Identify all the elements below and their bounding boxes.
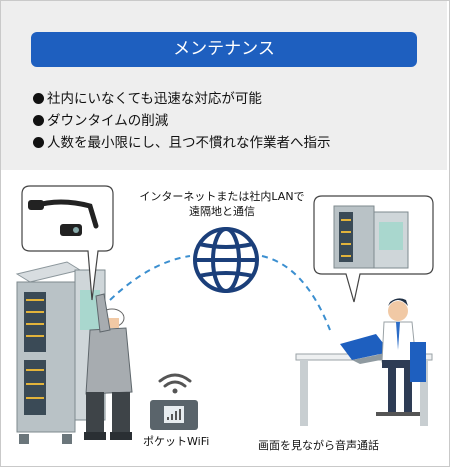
network-caption-line1: インターネットまたは社内LANで <box>139 190 305 203</box>
network-link-lines <box>109 255 331 331</box>
remote-view-callout <box>313 195 434 303</box>
benefit-text: ダウンタイムの削減 <box>47 113 169 129</box>
voice-call-caption: 画面を見ながら音声通話 <box>258 439 379 452</box>
link-line-left <box>109 255 191 301</box>
pocket-wifi-caption: ポケットWiFi <box>143 435 210 448</box>
wifi-signal-icon <box>158 373 192 394</box>
benefit-item: 人数を最小限にし、且つ不慣れな作業者へ指示 <box>33 132 331 154</box>
cabinet-view-icon <box>333 205 409 269</box>
globe-icon <box>193 227 259 293</box>
maintenance-banner: メンテナンス <box>31 32 417 67</box>
network-caption: インターネットまたは社内LANで 遠隔地と通信 <box>127 189 317 219</box>
pocket-wifi-device <box>150 373 198 430</box>
benefit-text: 社内にいなくても迅速な対応が可能 <box>47 91 262 107</box>
benefit-item: 社内にいなくても迅速な対応が可能 <box>33 88 331 110</box>
office-operator <box>295 298 433 426</box>
bullet-icon <box>33 115 44 126</box>
benefit-list: 社内にいなくても迅速な対応が可能 ダウンタイムの削減 人数を最小限にし、且つ不慣… <box>33 88 331 154</box>
smart-glasses-callout <box>21 185 114 301</box>
smart-glasses-icon <box>28 199 99 236</box>
link-line-right <box>261 255 331 331</box>
benefit-text: 人数を最小限にし、且つ不慣れな作業者へ指示 <box>47 135 331 151</box>
benefit-item: ダウンタイムの削減 <box>33 110 331 132</box>
bullet-icon <box>33 93 44 104</box>
network-caption-line2: 遠隔地と通信 <box>189 205 255 218</box>
bullet-icon <box>33 137 44 148</box>
benefits-panel <box>1 1 447 170</box>
field-worker <box>84 293 133 440</box>
